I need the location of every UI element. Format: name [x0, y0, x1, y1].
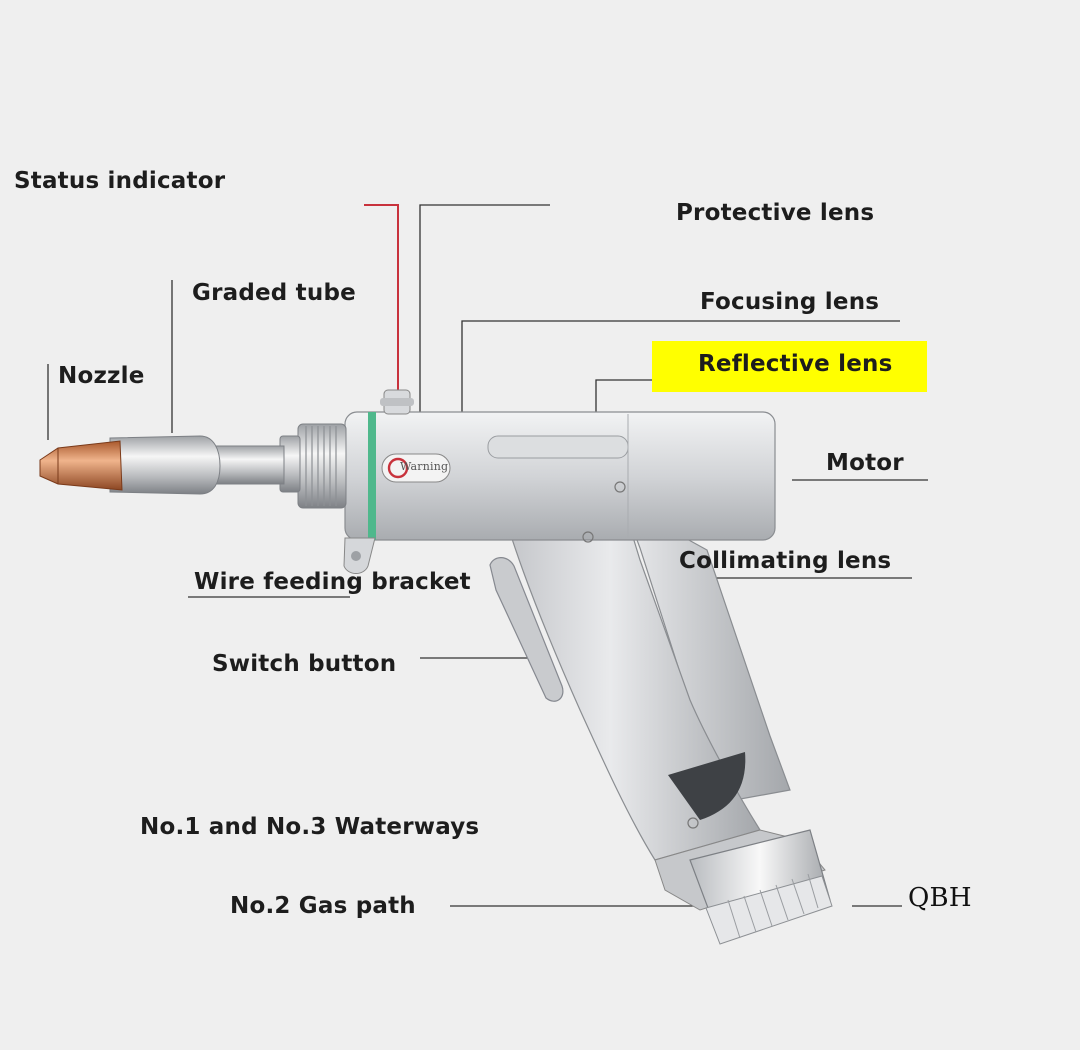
reflective-lens-highlight	[652, 341, 927, 392]
handle-body	[487, 445, 761, 861]
warning-label: Warning	[400, 460, 449, 473]
nozzle-shape	[39, 440, 123, 491]
label-protective-lens: Protective lens	[676, 200, 875, 226]
label-graded-tube: Graded tube	[192, 280, 356, 306]
label-motor: Motor	[826, 450, 904, 476]
leader-status-indicator	[364, 204, 399, 468]
threaded-collar	[297, 423, 347, 509]
label-qbh: QBH	[908, 883, 972, 913]
label-wire-feeding-bracket: Wire feeding bracket	[194, 569, 471, 595]
label-status-indicator: Status indicator	[14, 168, 226, 194]
status-ring	[368, 412, 376, 540]
label-switch-button: Switch button	[212, 651, 397, 677]
label-waterways: No.1 and No.3 Waterways	[140, 814, 480, 840]
leader-protective-lens	[419, 204, 550, 415]
label-collimating-lens: Collimating lens	[679, 548, 892, 574]
leader-focusing-lens	[461, 320, 900, 412]
vent-slot	[668, 752, 746, 820]
status-indicator-light	[387, 457, 409, 479]
graded-tube-shape	[209, 445, 285, 485]
label-reflective-lens: Reflective lens	[698, 351, 893, 377]
label-focusing-lens: Focusing lens	[700, 289, 880, 315]
label-gas-path: No.2 Gas path	[230, 893, 416, 919]
switch-button-shape	[489, 557, 564, 702]
warning-badge	[381, 453, 451, 483]
label-nozzle: Nozzle	[58, 363, 145, 389]
